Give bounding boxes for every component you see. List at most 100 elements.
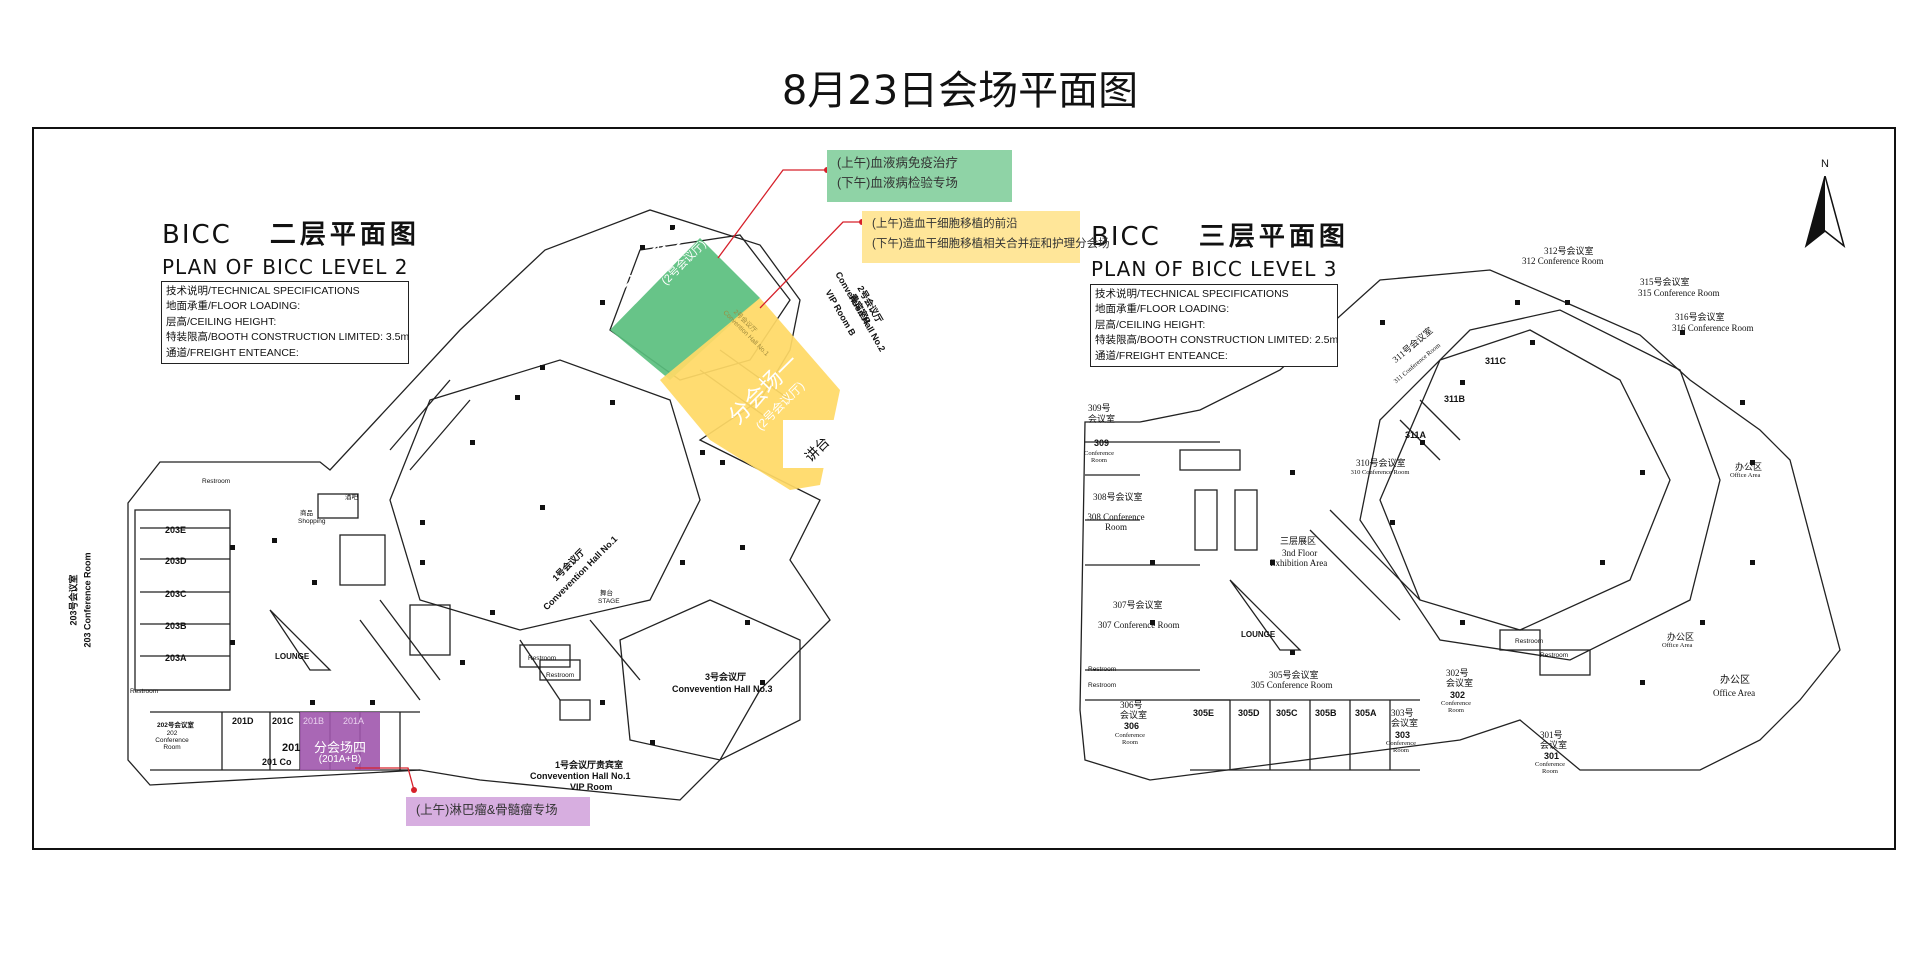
room-303-cn: 303号 xyxy=(1391,708,1414,718)
level3-spec-line: 地面承重/FLOOR LOADING: xyxy=(1095,303,1230,316)
room-310-en: 310 Conference Room xyxy=(1350,469,1410,476)
room-311a: 311A xyxy=(1405,430,1427,440)
room-306-en: Conference Room xyxy=(1115,732,1145,746)
stage-en: STAGE xyxy=(598,598,620,605)
restroom-l3-d: Restroom xyxy=(1540,652,1569,659)
hall1-outline xyxy=(389,359,701,631)
room-305a: 305A xyxy=(1355,708,1377,718)
north-arrow-icon xyxy=(1804,173,1846,248)
level3-inner-octagon xyxy=(1379,329,1671,631)
room-201d: 201D xyxy=(232,716,254,726)
venue-purple-area xyxy=(300,712,380,770)
vip1-cn: 1号会议厅贵宾室 xyxy=(555,760,624,770)
office-cn-a: 办公区 xyxy=(1735,462,1763,472)
lounge-level2: LOUNGE xyxy=(275,652,310,661)
room-305e: 305E xyxy=(1193,708,1215,718)
restroom-l2-a: Restroom xyxy=(130,688,159,695)
level2-spec-line: 层高/CEILING HEIGHT: xyxy=(166,315,277,328)
venue-4-name: 分会场四 xyxy=(313,740,366,755)
room-305b: 305B xyxy=(1315,708,1337,718)
green-pin-line xyxy=(717,169,827,259)
exh-en2: Exhibition Area xyxy=(1270,558,1328,568)
purple-pin-line xyxy=(355,767,415,791)
purple-venue-note: (上午)淋巴瘤&骨髓瘤专场 xyxy=(406,797,590,826)
note-line: (下午)造血干细胞移植相关合并症和护理分会场 xyxy=(872,238,1110,250)
room-201-en: 201 Co xyxy=(262,757,292,767)
note-line: (上午)造血干细胞移植的前沿 xyxy=(872,218,1018,230)
room-310-cn: 310号会议室 xyxy=(1356,458,1406,468)
room-203d: 203D xyxy=(165,556,187,566)
office-en-b: Office Area xyxy=(1662,642,1693,649)
room-306-cn: 306号 xyxy=(1120,700,1143,710)
restroom-l2-d: Restroom xyxy=(202,478,231,485)
room-307-en: 307 Conference Room xyxy=(1098,620,1180,630)
room-301-cn2: 会议室 xyxy=(1540,740,1568,750)
page-title: 8月23日会场平面图 xyxy=(781,68,1139,114)
room-315-en: 315 Conference Room xyxy=(1638,288,1720,298)
level2-spec-line: 技术说明/TECHNICAL SPECIFICATIONS xyxy=(166,285,360,297)
room-302: 302 xyxy=(1450,690,1466,700)
room-201: 201 xyxy=(282,742,301,754)
room-309-cn2: 会议室 xyxy=(1088,414,1116,424)
room-201c: 201C xyxy=(272,716,294,726)
room-202-en: 202 Conference Room xyxy=(155,730,189,751)
hall3-outline xyxy=(619,599,801,761)
room-311b: 311B xyxy=(1444,394,1466,404)
room-203c: 203C xyxy=(165,589,187,599)
room-203-cn: 203号会议室 xyxy=(68,574,79,626)
level3-title-cn: 三层平面图 xyxy=(1198,222,1349,252)
hall3-cn: 3号会议厅 xyxy=(705,672,747,682)
level2-inner-wing xyxy=(134,509,231,691)
room-309-cn: 309号 xyxy=(1088,403,1111,413)
level2-spec-box: 技术说明/TECHNICAL SPECIFICATIONS 地面承重/FLOOR… xyxy=(161,281,409,364)
room-302-en: Conference Room xyxy=(1441,700,1471,714)
level3-spec-line: 技术说明/TECHNICAL SPECIFICATIONS xyxy=(1095,288,1289,300)
level2-spec-line: 地面承重/FLOOR LOADING: xyxy=(166,300,301,313)
level3-subtitle: PLAN OF BICC LEVEL 3 xyxy=(1091,257,1338,281)
shopping-cn: 商品 xyxy=(300,510,313,517)
purple-pin-dot xyxy=(411,787,417,793)
room-309-en: Conference Room xyxy=(1084,450,1114,464)
vip1-en2: VIP Room xyxy=(570,782,613,792)
room-201b: 201B xyxy=(303,716,325,726)
bar-label: 酒吧 xyxy=(345,494,358,501)
level2-spec-line: 特装限高/BOOTH CONSTRUCTION LIMITED: 3.5m xyxy=(166,331,410,344)
room-306-cn2: 会议室 xyxy=(1120,710,1148,720)
level2-subtitle: PLAN OF BICC LEVEL 2 xyxy=(162,255,409,279)
yellow-venue-note: (上午)造血干细胞移植的前沿 (下午)造血干细胞移植相关合并症和护理分会场 xyxy=(862,211,1110,263)
venue-4-sub: (201A+B) xyxy=(318,754,362,765)
stage-cn: 舞台 xyxy=(600,590,613,597)
level3-ring xyxy=(1359,309,1721,661)
room-302-cn: 302号 xyxy=(1446,668,1469,678)
room-301-en: Conference Room xyxy=(1535,761,1565,775)
note-line: (上午)血液病免疫治疗 xyxy=(837,156,958,170)
podium-box xyxy=(783,420,837,468)
room-305c: 305C xyxy=(1276,708,1298,718)
room-312-en: 312 Conference Room xyxy=(1522,256,1604,266)
room-203e: 203E xyxy=(165,525,187,535)
yellow-pin-line xyxy=(759,221,862,309)
room-203-en: 203 Conference Room xyxy=(82,552,93,648)
note-line: (上午)淋巴瘤&骨髓瘤专场 xyxy=(416,803,558,817)
hall3-en: Convevention Hall No.3 xyxy=(672,684,773,694)
green-venue-note: (上午)血液病免疫治疗 (下午)血液病检验专场 xyxy=(827,150,1012,202)
room-308-cn: 308号会议室 xyxy=(1093,492,1143,502)
level2-outline xyxy=(127,209,831,801)
restroom-l2-c: Restroom xyxy=(546,672,575,679)
room-305d: 305D xyxy=(1238,708,1260,718)
room-311c: 311C xyxy=(1485,356,1507,366)
level3-spec-box: 技术说明/TECHNICAL SPECIFICATIONS 地面承重/FLOOR… xyxy=(1090,284,1338,367)
room-301-cn: 301号 xyxy=(1540,730,1563,740)
restroom-l2-b: Restroom xyxy=(528,655,557,662)
restroom-l3-a: Restroom xyxy=(1088,666,1117,673)
room-201a: 201A xyxy=(343,716,365,726)
office-cn-c: 办公区 xyxy=(1720,675,1750,686)
lounge-level3: LOUNGE xyxy=(1241,630,1276,639)
room-309: 309 xyxy=(1094,438,1110,448)
lounge2 xyxy=(269,609,332,671)
vip1-en1: Convevention Hall No.1 xyxy=(530,771,631,781)
room-303-cn2: 会议室 xyxy=(1391,718,1419,728)
room-312-cn: 312号会议室 xyxy=(1544,246,1594,256)
